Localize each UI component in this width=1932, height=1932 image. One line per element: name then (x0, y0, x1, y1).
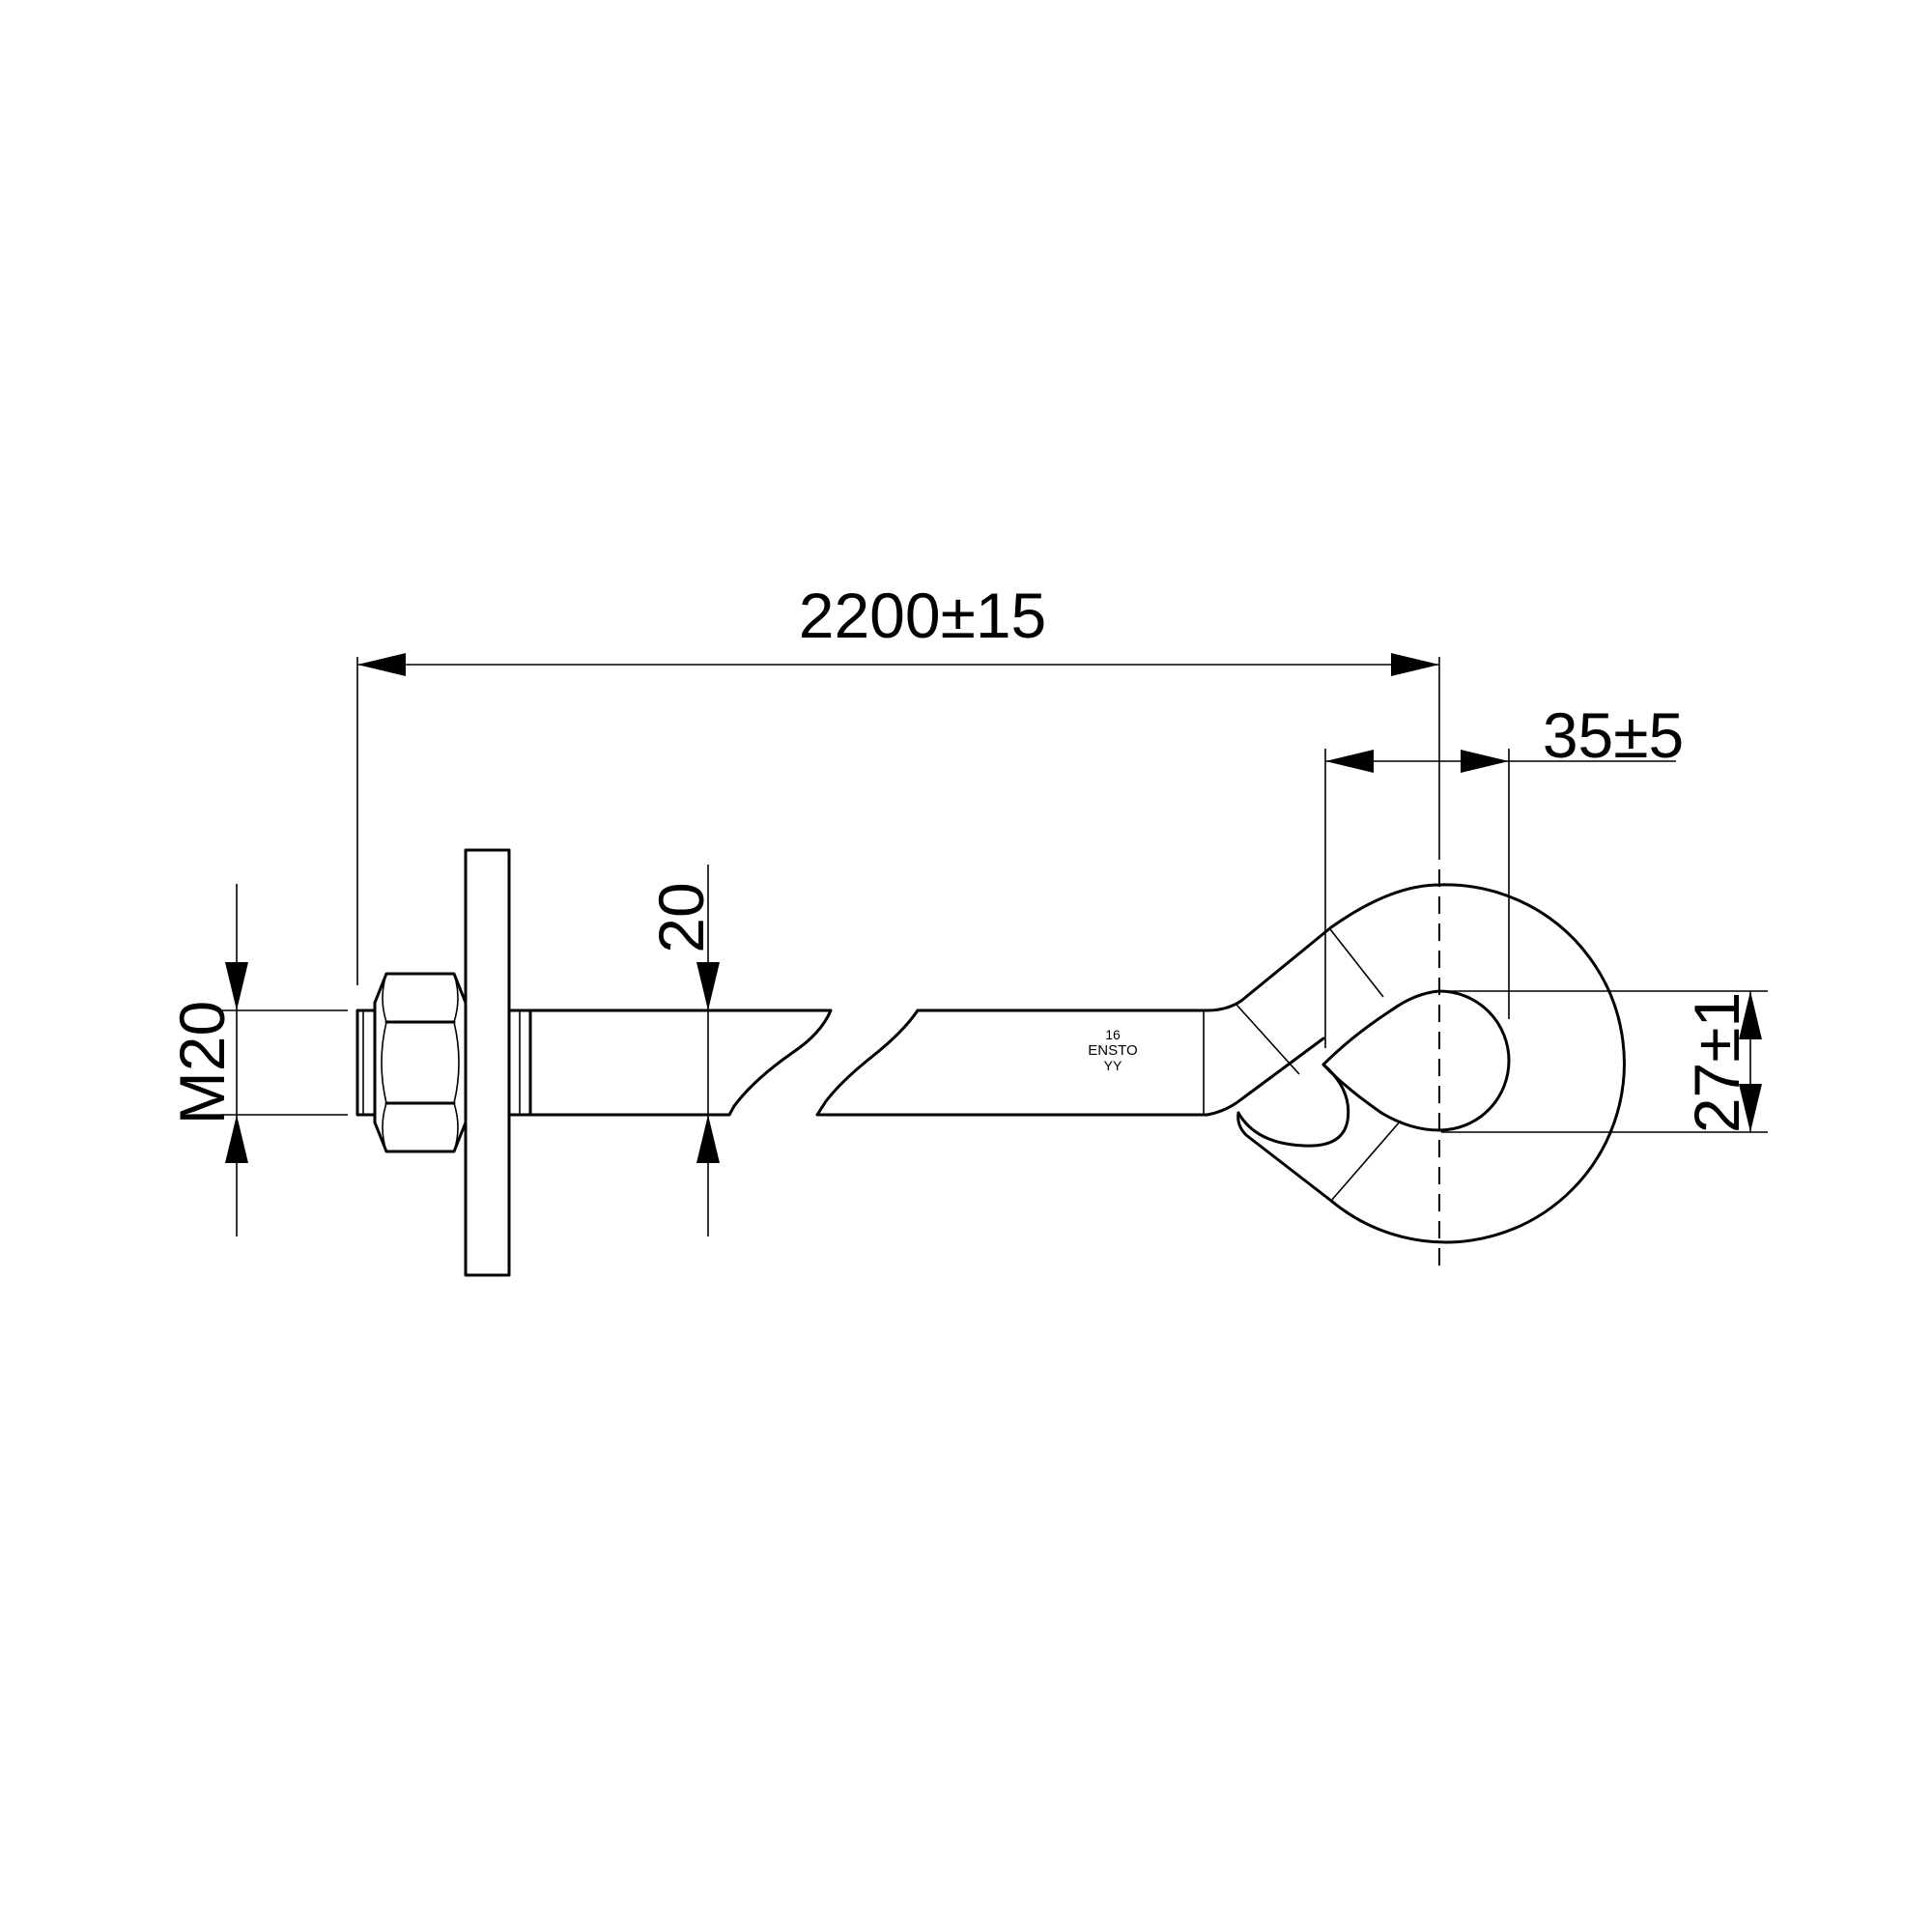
rod-right (815, 925, 1333, 1117)
marking-size: 16 (1105, 1027, 1121, 1042)
marking-code: YY (1104, 1058, 1122, 1073)
product-marking: 16 ENSTO YY (1088, 1027, 1137, 1073)
eye-dimension-label: 27±1 (1681, 992, 1752, 1133)
offset-dimension-label: 35±5 (1543, 699, 1684, 771)
hex-nut (373, 972, 468, 1153)
length-dimension: 2200±15 (356, 580, 1440, 985)
offset-dimension: 35±5 (1324, 699, 1684, 1048)
thread-section (507, 1009, 532, 1117)
washer-plate (464, 848, 511, 1277)
thread-dimension-label: M20 (166, 1001, 238, 1124)
rod-left (528, 1009, 833, 1117)
length-dimension-label: 2200±15 (799, 580, 1046, 651)
thread-dimension: M20 (166, 884, 348, 1236)
eye-hook (1236, 869, 1626, 1265)
eye-dimension: 27±1 (1441, 990, 1768, 1133)
diameter-dimension: 20 (645, 865, 720, 1236)
marking-brand: ENSTO (1088, 1042, 1137, 1059)
thread-end (355, 1009, 377, 1117)
diameter-dimension-label: 20 (645, 882, 717, 952)
